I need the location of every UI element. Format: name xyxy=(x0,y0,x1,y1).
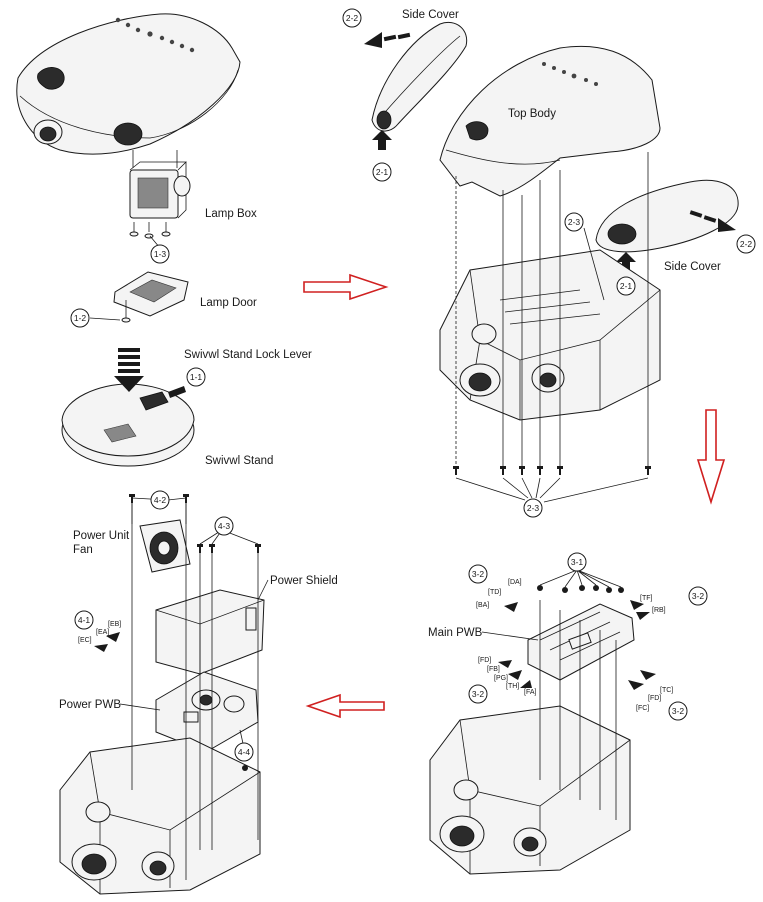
power-shield-label: Power Shield xyxy=(270,575,338,587)
callout-1-2: 1-2 xyxy=(70,308,90,328)
swivel-stand-illustration xyxy=(61,348,195,467)
svg-text:1-3: 1-3 xyxy=(154,249,167,259)
power-guide-lines xyxy=(131,496,259,880)
screws-2-3 xyxy=(453,466,651,475)
lamp-box-illustration xyxy=(129,150,191,239)
callout-4-1: 4-1 xyxy=(74,610,94,630)
projector-body-illustration xyxy=(16,13,241,155)
callout-2-1-left: 2-1 xyxy=(372,162,392,182)
connector-EC: [EC] xyxy=(78,637,92,644)
flow-arrow-left xyxy=(305,693,385,719)
svg-text:1-1: 1-1 xyxy=(190,372,203,382)
connector-FD: [FD] xyxy=(478,657,491,664)
connector-RB: [RB] xyxy=(652,607,666,614)
svg-text:2-3: 2-3 xyxy=(527,503,540,513)
svg-text:2-2: 2-2 xyxy=(346,13,359,23)
swivel-lock-lever-label: Swivwl Stand Lock Lever xyxy=(184,349,312,361)
top-body-label: Top Body xyxy=(508,108,556,120)
svg-text:3-2: 3-2 xyxy=(472,689,485,699)
chassis-lower-left-illustration xyxy=(59,737,261,895)
power-unit-fan-illustration xyxy=(131,500,191,573)
screw-guide-lines xyxy=(455,152,649,468)
connector-PG: [PG] xyxy=(494,675,508,682)
connector-EA: [EA] xyxy=(96,629,109,636)
lamp-door-illustration xyxy=(113,271,189,323)
power-shield-illustration xyxy=(155,589,265,675)
connector-DA: [DA] xyxy=(508,579,522,586)
panel-main-pwb-removal: [DA] [TD] [BA] [TF] [RB] [FD] [FB] [PG] … xyxy=(428,552,708,875)
svg-text:2-1: 2-1 xyxy=(620,281,633,291)
panel-top-body-removal: Side Cover Top Body Side Cover 2-2 2-1 2… xyxy=(342,8,756,518)
main-pwb-guide-lines xyxy=(539,600,617,820)
callout-4-3: 4-3 xyxy=(214,516,234,536)
callout-4-2: 4-2 xyxy=(150,490,170,510)
svg-text:3-1: 3-1 xyxy=(571,557,584,567)
connector-FA: [FA] xyxy=(524,689,537,696)
connector-arrows-4-1 xyxy=(94,632,120,652)
power-pwb-label: Power PWB xyxy=(59,699,121,711)
svg-text:2-3: 2-3 xyxy=(568,217,581,227)
callout-2-3-leaders xyxy=(455,227,649,503)
main-pwb-label: Main PWB xyxy=(428,627,483,639)
side-cover-arrow-right xyxy=(689,210,736,232)
callout-1-1: 1-1 xyxy=(186,367,206,387)
lamp-door-label: Lamp Door xyxy=(200,297,257,309)
main-pwb-illustration xyxy=(527,603,635,681)
callout-3-2-top-left: 3-2 xyxy=(468,564,488,584)
svg-text:3-2: 3-2 xyxy=(692,591,705,601)
connector-FD-right: [FD] xyxy=(648,695,661,702)
side-cover-right-illustration xyxy=(595,179,739,272)
svg-text:4-1: 4-1 xyxy=(78,615,91,625)
svg-text:4-2: 4-2 xyxy=(154,495,167,505)
connector-FC: [FC] xyxy=(636,705,649,712)
screws-4-2-4-3 xyxy=(129,494,261,771)
connector-TD: [TD] xyxy=(488,589,501,596)
callout-3-2-bottom-right: 3-2 xyxy=(668,701,688,721)
callout-2-3-lower: 2-3 xyxy=(523,498,543,518)
side-cover-arrow-left xyxy=(364,32,411,48)
swivel-stand-label: Swivwl Stand xyxy=(205,455,273,467)
side-cover-right-label: Side Cover xyxy=(664,261,721,273)
svg-text:3-2: 3-2 xyxy=(472,569,485,579)
callout-2-3-upper: 2-3 xyxy=(564,212,584,232)
callout-3-1: 3-1 xyxy=(567,552,587,572)
callout-3-1-leaders xyxy=(539,569,622,588)
connector-TC: [TC] xyxy=(660,687,673,694)
power-unit-fan-label-line2: Fan xyxy=(73,544,93,556)
panel-power-unit-removal: [EB] [EA] [EC] Power Unit Fan Power Shie… xyxy=(59,490,338,895)
callout-3-2-top-right: 3-2 xyxy=(688,586,708,606)
connector-BA: [BA] xyxy=(476,602,489,609)
side-cover-top-label: Side Cover xyxy=(402,9,459,21)
lamp-box-label: Lamp Box xyxy=(205,208,257,220)
flow-arrow-down xyxy=(696,409,726,505)
callout-1-3: 1-3 xyxy=(150,244,170,264)
screws-3-1 xyxy=(537,585,624,593)
callout-2-2-left: 2-2 xyxy=(342,8,362,28)
svg-text:2-1: 2-1 xyxy=(376,167,389,177)
callout-3-2-bottom-left: 3-2 xyxy=(468,684,488,704)
svg-text:1-2: 1-2 xyxy=(74,313,87,323)
panel-lamp-removal: Lamp Box Lamp Door Swivwl Stand Lock Lev… xyxy=(16,13,312,467)
power-pwb-illustration xyxy=(155,671,259,753)
side-cover-left-illustration xyxy=(371,22,468,150)
svg-text:4-3: 4-3 xyxy=(218,521,231,531)
callout-2-2-right: 2-2 xyxy=(736,234,756,254)
top-body-illustration xyxy=(439,45,661,197)
svg-text:4-4: 4-4 xyxy=(238,747,251,757)
callout-4-4: 4-4 xyxy=(234,742,254,762)
connector-TH: [TH] xyxy=(506,683,519,690)
svg-text:3-2: 3-2 xyxy=(672,706,685,716)
connector-arrows-3-2 xyxy=(498,600,656,690)
svg-text:2-2: 2-2 xyxy=(740,239,753,249)
connector-TF: [TF] xyxy=(640,595,652,602)
connector-FB: [FB] xyxy=(487,666,500,673)
callout-2-1-right: 2-1 xyxy=(616,276,636,296)
flow-arrow-right xyxy=(303,273,389,301)
power-unit-fan-label-line1: Power Unit xyxy=(73,530,130,542)
connector-EB: [EB] xyxy=(108,621,121,628)
chassis-illustration xyxy=(439,249,661,421)
